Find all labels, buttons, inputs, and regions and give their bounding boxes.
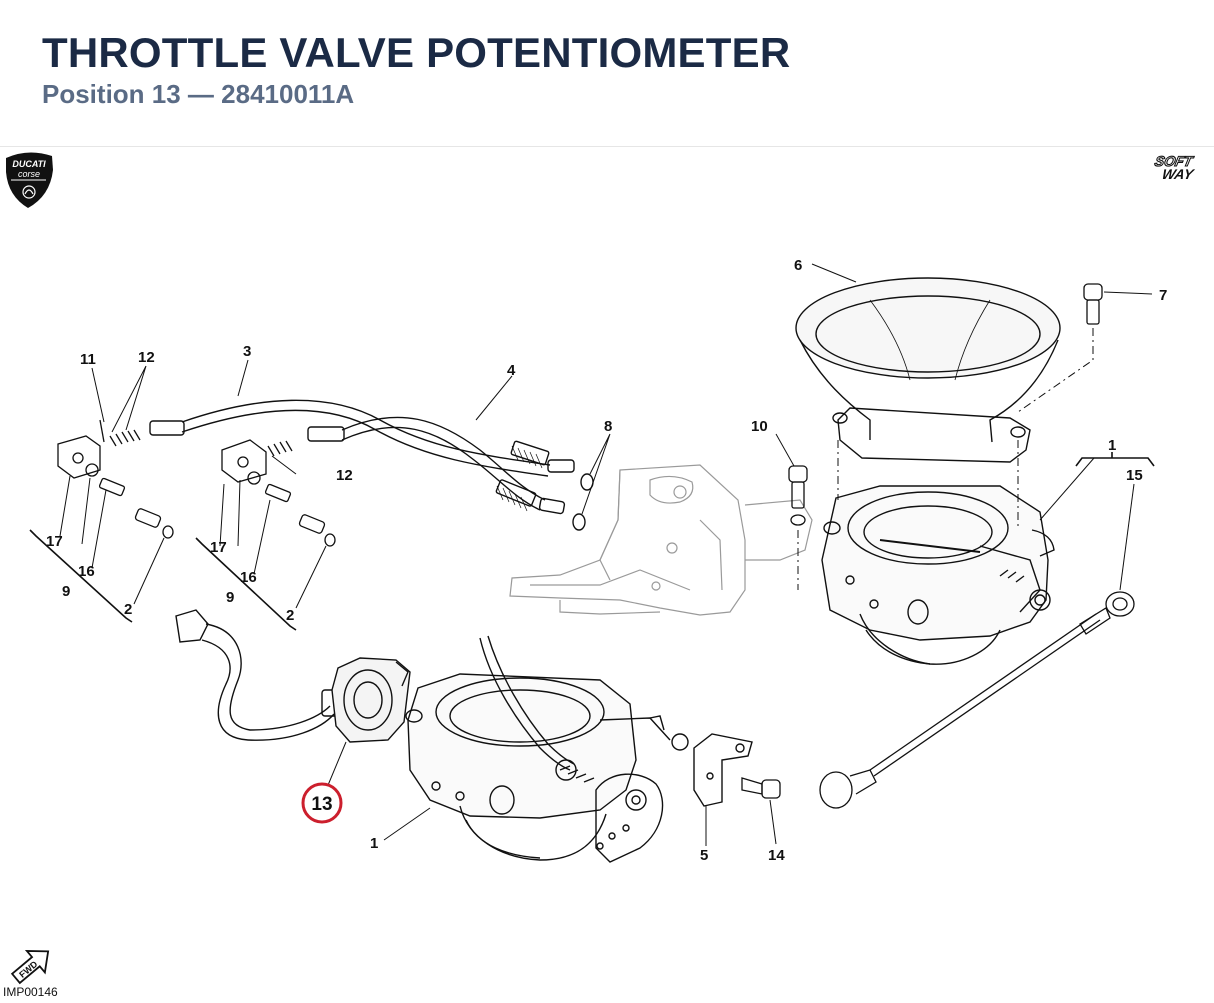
callout-17-left: 17 (46, 533, 63, 550)
callout-8: 8 (604, 418, 612, 435)
softway-logo: SOFT WAY (1149, 152, 1211, 182)
ghost-manifold-bracket (509, 464, 813, 616)
air-funnel (795, 277, 1061, 463)
callout-17-right: 17 (210, 539, 227, 556)
logo-text-corse: corse (18, 169, 40, 179)
callout-4: 4 (507, 362, 516, 379)
callout-1-bottom: 1 (370, 835, 378, 852)
hose-braid-hatching (496, 445, 543, 512)
callout-2-right: 2 (286, 607, 294, 624)
fitting-kit-left (57, 419, 174, 539)
callout-2-left: 2 (124, 601, 132, 618)
callout-3: 3 (243, 343, 251, 360)
leader-lines (59, 263, 1153, 846)
callout-12-top: 12 (138, 349, 155, 366)
callout-10: 10 (751, 418, 768, 435)
callout-11: 11 (80, 351, 96, 368)
potentiometer-cable (175, 609, 341, 741)
drawing-code: IMP00146 (3, 985, 58, 999)
ducati-corse-logo: DUCATI corse (6, 152, 53, 208)
callout-9-left: 9 (62, 583, 70, 600)
fwd-arrow-icon: FWD (10, 950, 50, 985)
group-bracket-1 (1075, 452, 1155, 467)
callout-16-left: 16 (78, 563, 95, 580)
screw-10 (788, 465, 808, 526)
screw-7 (1083, 283, 1103, 325)
callout-5: 5 (700, 847, 708, 864)
callout-7: 7 (1159, 287, 1167, 304)
linkage-rod-15 (819, 591, 1135, 809)
washers-8 (572, 473, 594, 531)
throttle-body-rear (821, 485, 1055, 665)
callout-14: 14 (768, 847, 785, 864)
throttle-body-front (405, 635, 689, 863)
highlight-ring (301, 782, 343, 824)
alignment-lines (797, 328, 1094, 590)
screw-14 (741, 777, 781, 799)
page-title: THROTTLE VALVE POTENTIOMETER (42, 29, 791, 76)
bracket-5 (693, 733, 753, 807)
callout-1-top: 1 (1108, 437, 1116, 454)
logo-text-soft: SOFT (1153, 153, 1195, 169)
fitting-kit-right (221, 439, 336, 547)
callout-9-right: 9 (226, 589, 234, 606)
throttle-potentiometer (331, 657, 411, 743)
callout-6: 6 (794, 257, 802, 274)
highlighted-callout-13[interactable]: 13 (301, 782, 343, 824)
callout-labels: 11 12 3 4 8 6 7 10 1 15 12 17 16 9 2 17 … (46, 257, 1167, 864)
page-header: THROTTLE VALVE POTENTIOMETER Position 13… (0, 0, 1214, 147)
callout-15: 15 (1126, 467, 1143, 484)
logo-text-ducati: DUCATI (12, 159, 46, 169)
fuel-hoses (149, 399, 575, 515)
callout-12-mid: 12 (336, 467, 353, 484)
callout-13: 13 (311, 794, 332, 815)
logo-text-way: WAY (1161, 166, 1197, 182)
page-subtitle: Position 13 — 28410011A (42, 79, 355, 109)
callout-16-right: 16 (240, 569, 257, 586)
group-bracket-9 (29, 529, 297, 631)
